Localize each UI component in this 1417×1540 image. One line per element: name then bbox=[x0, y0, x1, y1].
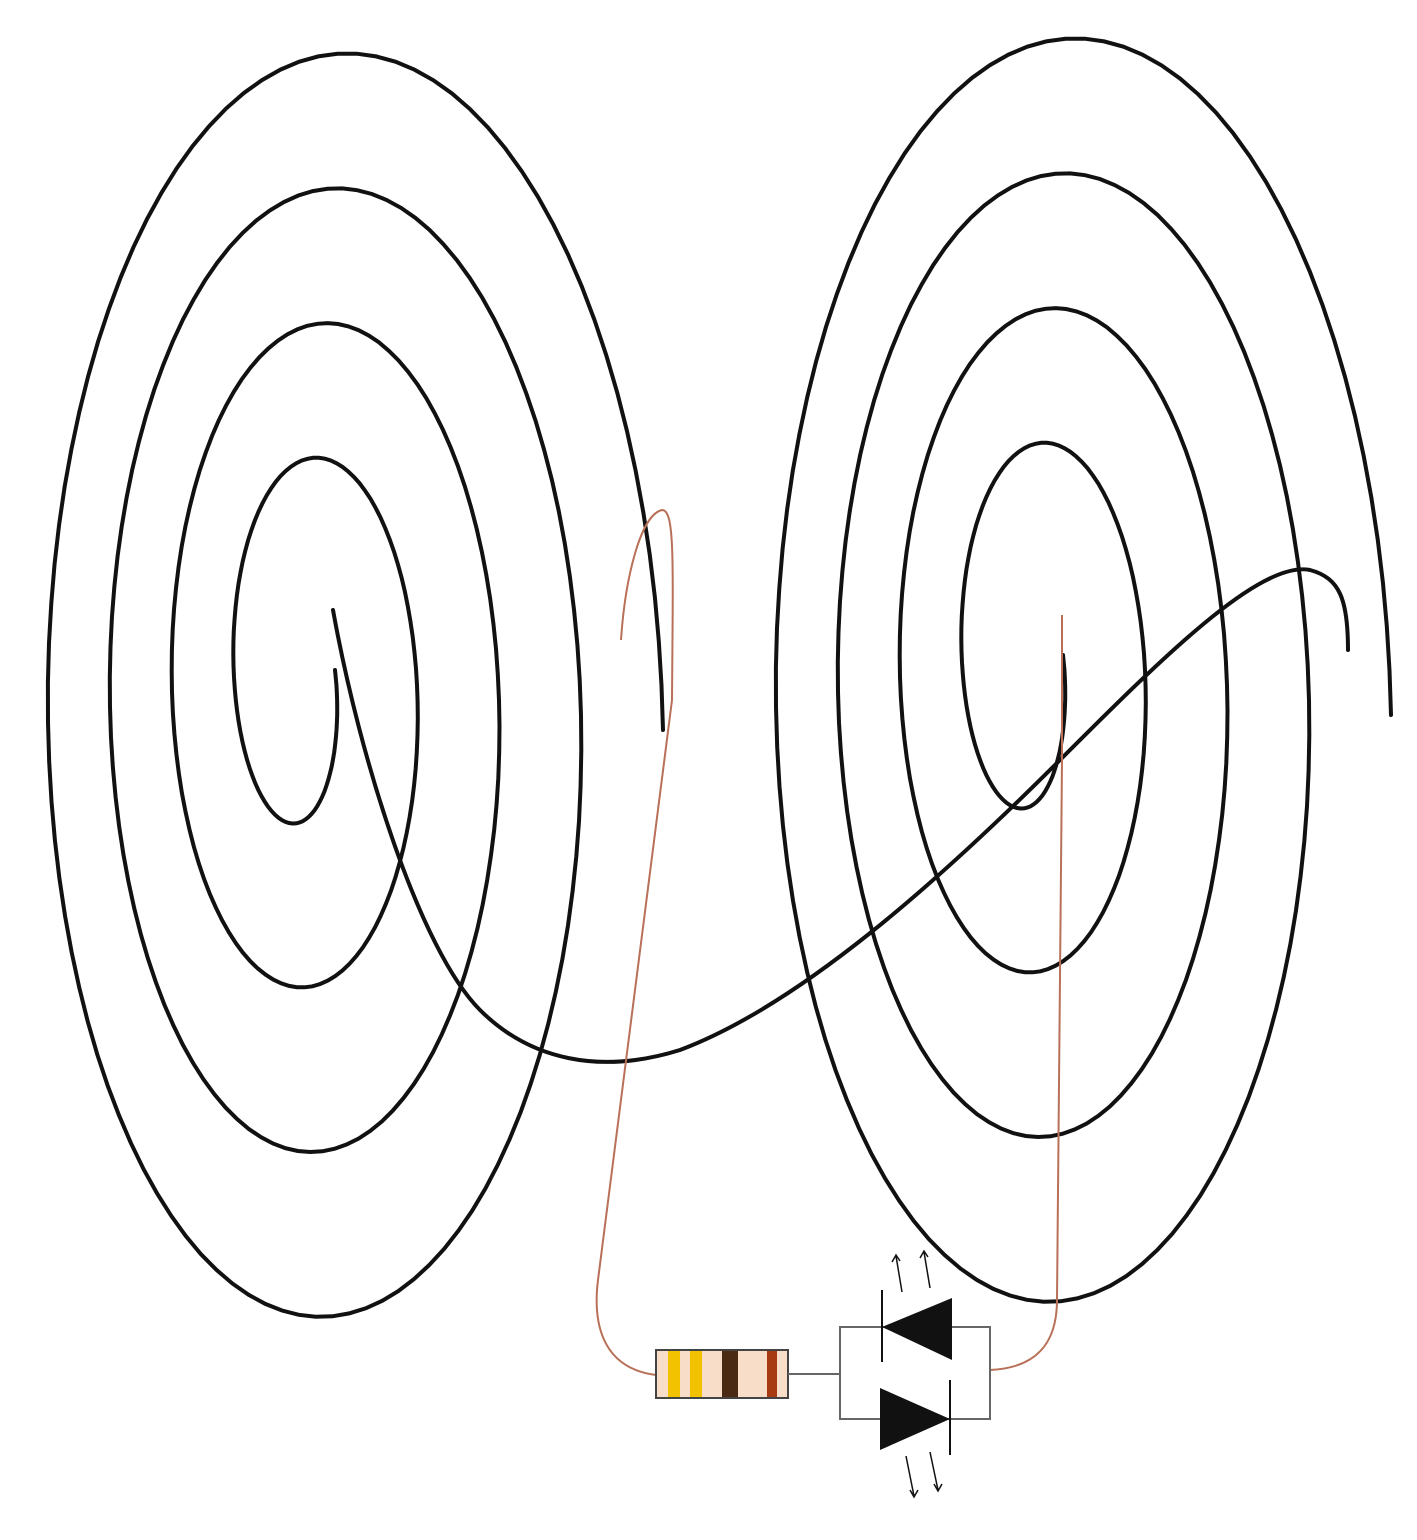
lead-wire-left bbox=[595, 508, 674, 1376]
led-upper-triangle bbox=[882, 1298, 952, 1360]
left-coil bbox=[45, 51, 665, 1319]
resistor-bands bbox=[668, 1351, 777, 1397]
led-block bbox=[839, 1249, 991, 1499]
resistor-band-2 bbox=[690, 1351, 702, 1397]
led-upper-arrows bbox=[891, 1249, 931, 1293]
led-lower-arrows bbox=[905, 1451, 943, 1499]
led-lower-triangle bbox=[880, 1388, 950, 1450]
lead-wire-right bbox=[989, 615, 1063, 1371]
led-upper bbox=[881, 1249, 952, 1362]
coil-bridge-wire bbox=[331, 567, 1350, 1064]
led-lower bbox=[880, 1380, 951, 1499]
resistor-band-3 bbox=[722, 1351, 738, 1397]
resistor bbox=[655, 1349, 789, 1399]
right-coil bbox=[773, 36, 1393, 1304]
resistor-band-1 bbox=[668, 1351, 680, 1397]
resistor-band-4 bbox=[767, 1351, 777, 1397]
